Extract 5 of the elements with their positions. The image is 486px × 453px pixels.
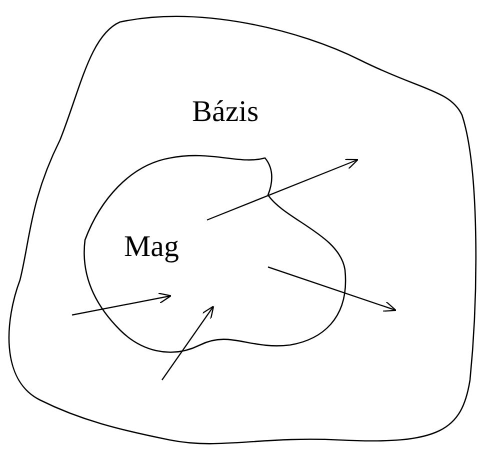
arrow: [162, 306, 214, 380]
arrow: [268, 266, 397, 312]
region-label: Mag: [124, 230, 179, 264]
arrow: [72, 292, 172, 316]
region-label: Bázis: [192, 95, 259, 129]
